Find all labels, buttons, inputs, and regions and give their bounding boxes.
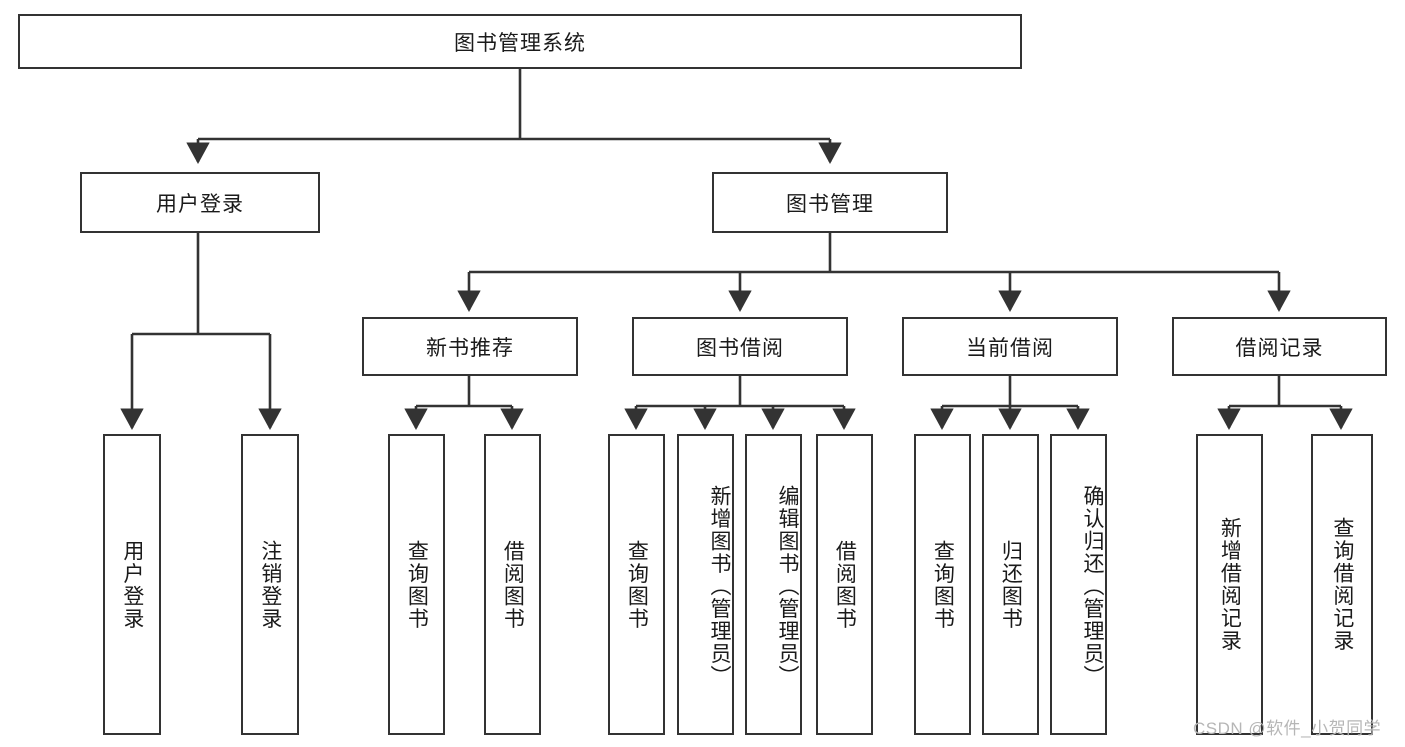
- leaf-label: 归还图书: [999, 539, 1023, 630]
- node-user-login[interactable]: 用户登录: [80, 172, 320, 233]
- watermark: CSDN @软件_小贺同学: [1193, 719, 1382, 738]
- leaf-new-book-borrow[interactable]: 借阅图书: [484, 434, 541, 735]
- leaf-label: 新增借阅记录: [1218, 517, 1242, 652]
- leaf-label: 查询借阅记录: [1330, 517, 1354, 652]
- node-root-label: 图书管理系统: [454, 31, 586, 55]
- leaf-current-borrow-return[interactable]: 归还图书: [982, 434, 1039, 735]
- node-new-book-recommend[interactable]: 新书推荐: [362, 317, 578, 376]
- leaf-label: 确认归还（管理员）: [1081, 485, 1104, 688]
- leaf-borrow-record-add[interactable]: 新增借阅记录: [1196, 434, 1263, 735]
- leaf-book-borrow-edit[interactable]: 编辑图书（管理员）: [745, 434, 802, 735]
- node-user-login-label: 用户登录: [156, 192, 244, 216]
- leaf-label: 注销登录: [258, 539, 282, 630]
- node-borrow-record-label: 借阅记录: [1235, 336, 1324, 360]
- node-book-management-label: 图书管理: [786, 192, 874, 216]
- leaf-book-borrow-query[interactable]: 查询图书: [608, 434, 665, 735]
- leaf-label: 查询图书: [405, 539, 429, 630]
- leaf-borrow-record-query[interactable]: 查询借阅记录: [1311, 434, 1373, 735]
- leaf-book-borrow-borrow[interactable]: 借阅图书: [816, 434, 873, 735]
- leaf-book-borrow-add[interactable]: 新增图书（管理员）: [677, 434, 734, 735]
- node-new-book-recommend-label: 新书推荐: [426, 336, 514, 360]
- leaf-user-login-login[interactable]: 用户登录: [103, 434, 161, 735]
- leaf-label: 借阅图书: [833, 539, 857, 630]
- leaf-label: 查询图书: [625, 539, 649, 630]
- node-book-borrow-label: 图书借阅: [696, 336, 784, 360]
- node-current-borrow[interactable]: 当前借阅: [902, 317, 1118, 376]
- node-borrow-record[interactable]: 借阅记录: [1172, 317, 1387, 376]
- leaf-label: 用户登录: [120, 539, 144, 630]
- leaf-current-borrow-confirm-return[interactable]: 确认归还（管理员）: [1050, 434, 1107, 735]
- node-root[interactable]: 图书管理系统: [18, 14, 1022, 69]
- leaf-label: 查询图书: [931, 539, 955, 630]
- leaf-label: 编辑图书（管理员）: [776, 485, 799, 688]
- leaf-current-borrow-query[interactable]: 查询图书: [914, 434, 971, 735]
- leaf-label: 新增图书（管理员）: [708, 485, 731, 688]
- node-book-borrow[interactable]: 图书借阅: [632, 317, 848, 376]
- leaf-new-book-query[interactable]: 查询图书: [388, 434, 445, 735]
- node-current-borrow-label: 当前借阅: [966, 336, 1054, 360]
- leaf-user-login-logout[interactable]: 注销登录: [241, 434, 299, 735]
- node-book-management[interactable]: 图书管理: [712, 172, 948, 233]
- leaf-label: 借阅图书: [501, 539, 525, 630]
